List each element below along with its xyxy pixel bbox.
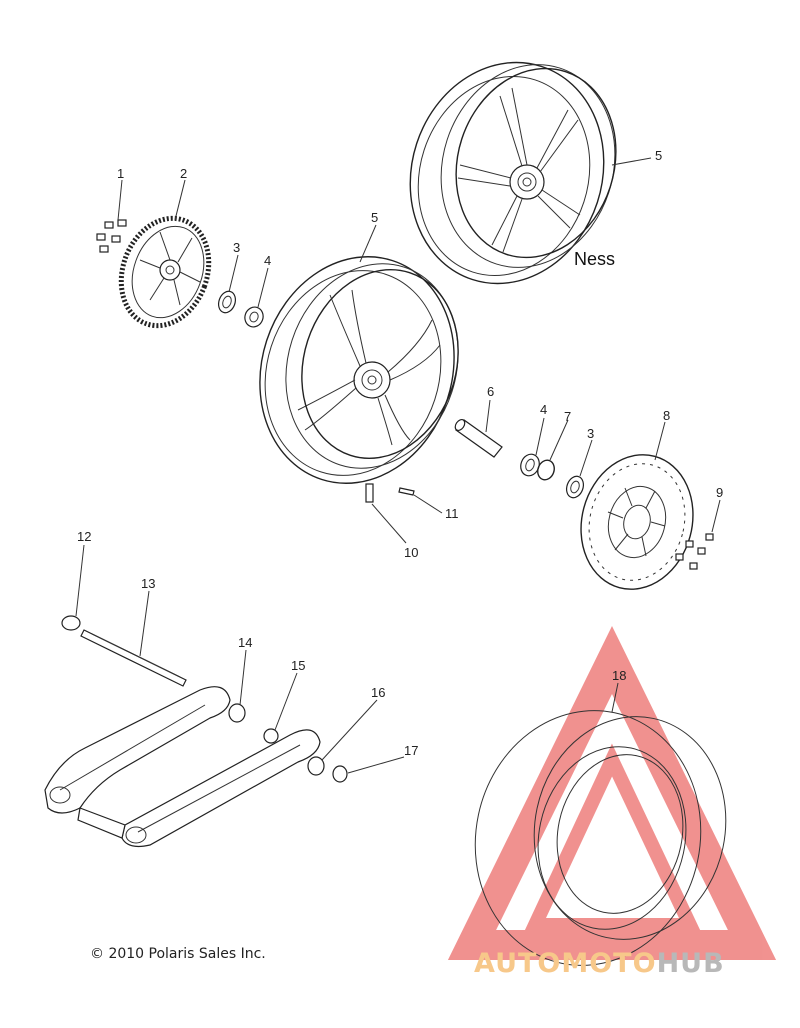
balance-weight [398,487,415,496]
pivot-bushing [263,728,279,744]
callout-11: 11 [445,506,459,521]
callout-17: 17 [404,743,418,758]
callout-6: 6 [487,384,494,399]
callout-3-right: 3 [587,426,594,441]
pivot-nut [332,765,348,783]
bearing-left [244,306,264,328]
watermark-logo [447,625,777,960]
pivot-washer [307,756,325,776]
watermark-text-part1: AUTOMOTO [474,948,657,979]
sprocket [118,215,212,329]
ness-variant-label: Ness [574,249,615,269]
callout-9: 9 [716,485,723,500]
brake-disc [580,454,694,590]
valve-stem [365,483,374,503]
sprocket-bolts [96,219,127,253]
callout-1: 1 [117,166,124,181]
watermark-text-part2: HUB [656,948,725,979]
callout-12: 12 [77,529,91,544]
swingarm-bushing [228,703,246,723]
callout-18: 18 [612,668,626,683]
callout-5-ness: 5 [655,148,662,163]
callout-10: 10 [404,545,418,560]
callout-7: 7 [564,409,571,424]
callout-3-left: 3 [233,240,240,255]
callout-16: 16 [371,685,385,700]
leader-lines [75,157,721,774]
swingarm [44,686,321,848]
rear-tire [474,710,727,966]
callout-14: 14 [238,635,252,650]
copyright-notice: © 2010 Polaris Sales Inc. [90,946,266,962]
ness-rear-wheel [409,61,617,285]
callout-15: 15 [291,658,305,673]
callout-4-left: 4 [264,253,271,268]
snap-ring [537,459,555,481]
seal-left [217,290,237,314]
rear-axle [80,629,187,687]
watermark-text: AUTOMOTOHUB [474,948,725,979]
callout-8: 8 [663,408,670,423]
callout-5-cast: 5 [371,210,378,225]
seal-right [565,475,585,499]
wheel-spacer [454,418,503,458]
callout-13: 13 [141,576,155,591]
disc-bolts [675,533,714,570]
callout-4-right: 4 [540,402,547,417]
axle-cap [61,615,81,631]
cast-rear-wheel [259,256,459,484]
callout-2: 2 [180,166,187,181]
